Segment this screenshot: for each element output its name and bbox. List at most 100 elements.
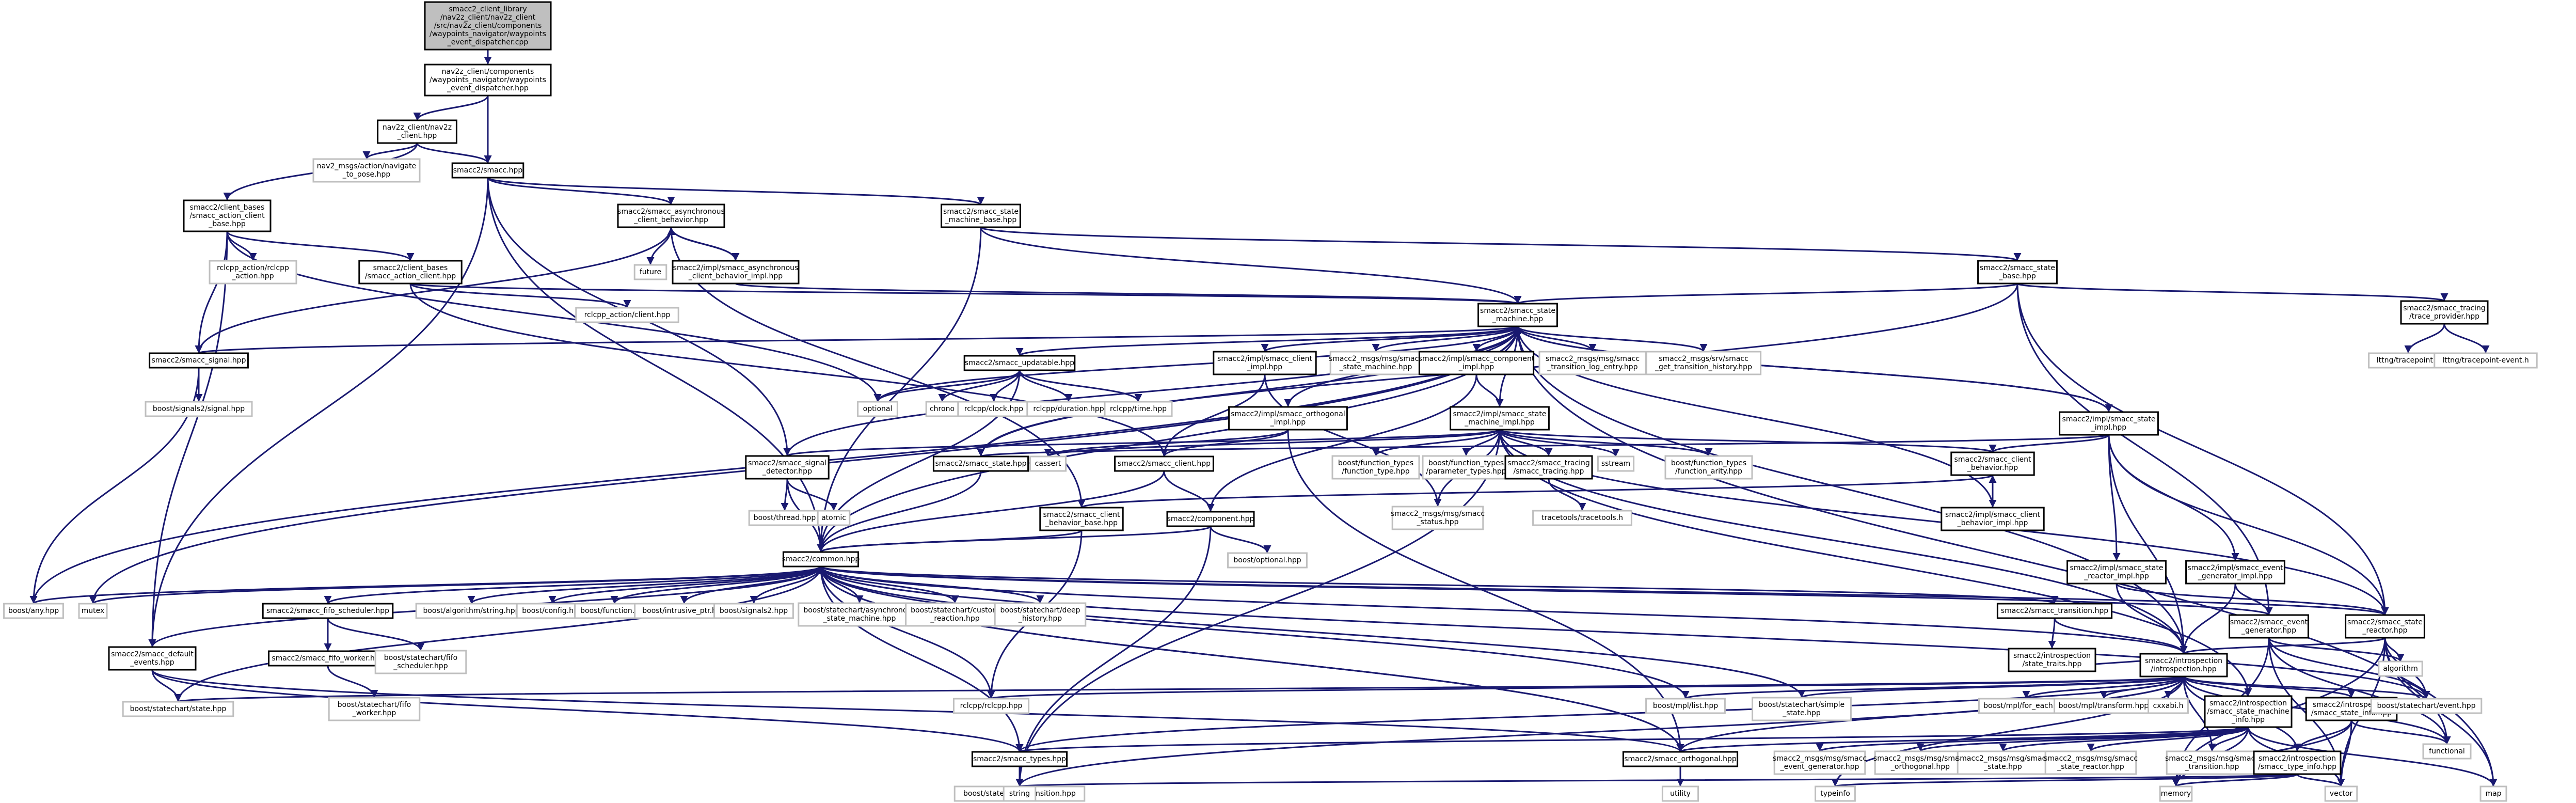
node-label-line: rclcpp/clock.hpp	[964, 405, 1023, 413]
node-label-line: _impl.hpp	[2091, 423, 2127, 432]
node-signal-detector[interactable]: smacc2/smacc_signal_detector.hpp	[745, 455, 830, 480]
node-box	[2378, 660, 2423, 677]
node-label-line: _behavior_impl.hpp	[1957, 519, 2028, 527]
node-label-line: /parameter_types.hpp	[1426, 467, 1506, 476]
edge-type_info-to-vector	[2296, 774, 2345, 787]
node-smacc-signal[interactable]: smacc2/smacc_signal.hpp	[149, 352, 249, 369]
node-mutex: mutex	[78, 603, 108, 619]
node-cb-action-client[interactable]: smacc2/client_bases/smacc_action_client.…	[358, 260, 463, 285]
node-label-line: boost/statechart/fifo	[338, 701, 411, 709]
node-label-line: nav2_msgs/action/navigate	[317, 162, 416, 170]
node-label-line: _state_machine.hpp	[823, 615, 896, 623]
node-smacc-status: smacc2_msgs/msg/smacc_status.hpp	[1391, 506, 1485, 530]
node-state-machine[interactable]: smacc2/smacc_state_machine.hpp	[1477, 303, 1558, 327]
node-boost-thread: boost/thread.hpp	[748, 510, 821, 526]
edge-state_reactor-to-introspection	[2180, 637, 2386, 655]
node-state-reactor[interactable]: smacc2/smacc_state_reactor.hpp	[2345, 614, 2425, 639]
node-state-base[interactable]: smacc2/smacc_state_base.hpp	[1977, 260, 2058, 285]
node-nav2z-client-hpp[interactable]: nav2z_client/nav2z_client.hpp	[377, 119, 457, 144]
node-transition-hpp[interactable]: smacc2/smacc_transition.hpp	[1996, 603, 2113, 619]
node-orthogonal-impl[interactable]: smacc2/impl/smacc_orthogonal_impl.hpp	[1228, 406, 1348, 431]
edge-component_hpp-to-boost_optional	[1210, 526, 1271, 554]
node-label-line: tracetools/tracetools.h	[1541, 514, 1623, 522]
node-rclcpp-duration: rclcpp/duration.hpp	[1026, 401, 1111, 417]
node-client-behavior-impl[interactable]: smacc2/impl/smacc_client_behavior_impl.h…	[1941, 507, 2045, 531]
node-client-behavior-base[interactable]: smacc2/smacc_client_behavior_base.hpp	[1039, 507, 1124, 531]
node-box	[857, 401, 898, 417]
node-box	[108, 646, 197, 671]
node-smacc-hpp[interactable]: smacc2/smacc.hpp	[451, 162, 524, 179]
node-root[interactable]: smacc2_client_library/nav2z_client/nav2z…	[424, 1, 552, 51]
node-state-reactor-impl[interactable]: smacc2/impl/smacc_state_reactor_impl.hpp	[2066, 560, 2167, 585]
node-memory: memory	[2159, 785, 2193, 802]
node-smacc-tracing[interactable]: smacc2/smacc_tracing/smacc_tracing.hpp	[1504, 455, 1593, 480]
node-fifo-scheduler[interactable]: smacc2/smacc_fifo_scheduler.hpp	[262, 603, 394, 619]
node-label-line: smacc2_msgs/msg/smacc	[2165, 754, 2259, 763]
node-label-line: _impl.hpp	[1270, 418, 1306, 427]
node-utility: utility	[1661, 785, 1699, 802]
node-type-info[interactable]: smacc2/introspection/smacc_type_info.hpp	[2253, 750, 2342, 775]
edge-introspection-to-msg_transition	[2183, 676, 2216, 752]
node-label-line: _info.hpp	[2231, 716, 2265, 724]
node-cb-action-client-base[interactable]: smacc2/client_bases/smacc_action_client_…	[183, 199, 272, 232]
node-rclcpp-action-client: rclcpp_action/client.hpp	[575, 307, 679, 323]
edge-fifo_scheduler-to-bsc_fifo_scheduler	[327, 618, 425, 651]
node-smacc-types[interactable]: smacc2/smacc_types.hpp	[971, 751, 1068, 767]
node-sm-impl[interactable]: smacc2/impl/smacc_state_machine_impl.hpp	[1450, 406, 1550, 431]
node-label-line: smacc2/smacc.hpp	[453, 166, 523, 175]
node-box	[122, 701, 234, 717]
node-label-line: smacc2/smacc_state	[943, 208, 1019, 216]
node-box	[1950, 451, 2035, 476]
node-box	[798, 602, 921, 627]
node-sm-base[interactable]: smacc2/smacc_state_machine_base.hpp	[941, 203, 1021, 228]
edge-state_machine-to-updatable	[1016, 325, 1519, 357]
node-label-line: /smacc_type_info.hpp	[2258, 763, 2336, 771]
node-client-hpp[interactable]: smacc2/smacc_client.hpp	[1114, 455, 1214, 472]
node-component-impl[interactable]: smacc2/impl/smacc_component_impl.hpp	[1419, 351, 1535, 375]
node-bsc-fifo-worker: boost/statechart/fifo_worker.hpp	[328, 697, 421, 721]
node-label-line: /waypoints_navigator/waypoints	[430, 30, 546, 38]
node-box	[377, 119, 457, 144]
node-event-generator-impl[interactable]: smacc2/impl/smacc_event_generator_impl.h…	[2185, 560, 2285, 585]
node-box	[1227, 552, 1308, 569]
node-box	[374, 650, 467, 674]
node-smacc-orthogonal[interactable]: smacc2/smacc_orthogonal.hpp	[1622, 751, 1739, 767]
node-box	[1331, 455, 1420, 480]
node-sm-info[interactable]: smacc2/introspection/smacc_state_machine…	[2204, 695, 2293, 728]
node-component-hpp[interactable]: smacc2/component.hpp	[1166, 511, 1255, 527]
node-async-cb-impl[interactable]: smacc2/impl/smacc_asynchronous_client_be…	[672, 260, 800, 285]
node-bsc-simple-state: boost/statechart/simple_state.hpp	[1752, 697, 1852, 721]
edge-state_machine-to-client_impl	[1261, 325, 1519, 353]
node-fifo-worker[interactable]: smacc2/smacc_fifo_worker.hpp	[268, 650, 388, 667]
node-box	[1957, 750, 2049, 775]
node-label-line: smacc2/smacc_types.hpp	[973, 755, 1066, 763]
node-box	[1661, 785, 1699, 802]
edge-updatable-to-rclcpp_time	[1019, 370, 1142, 402]
node-label-line: cassert	[1035, 460, 1061, 468]
node-state-traits[interactable]: smacc2/introspection/state_traits.hpp	[2008, 648, 2096, 672]
edge-state_impl-to-client_behavior	[1989, 434, 2110, 453]
node-cxxabi: cxxabi.h	[2148, 698, 2189, 714]
node-updatable[interactable]: smacc2/smacc_updatable.hpp	[963, 355, 1076, 371]
node-async-cb[interactable]: smacc2/smacc_asynchronous_client_behavio…	[617, 203, 725, 228]
node-client-behavior[interactable]: smacc2/smacc_client_behavior.hpp	[1950, 451, 2035, 476]
node-default-events[interactable]: smacc2/smacc_default_events.hpp	[108, 646, 197, 671]
edge-sm_info-to-map	[2247, 727, 2498, 787]
node-state-impl[interactable]: smacc2/impl/smacc_state_impl.hpp	[2059, 411, 2159, 436]
node-label-line: boost/algorithm/string.hpp	[423, 607, 519, 615]
node-smacc-state-hpp[interactable]: smacc2/smacc_state.hpp	[932, 455, 1029, 472]
node-client-impl[interactable]: smacc2/impl/smacc_client_impl.hpp	[1213, 351, 1317, 375]
edge-state_machine-to-sm_msg	[1372, 326, 1519, 352]
node-map: map	[2479, 785, 2507, 802]
node-event-generator[interactable]: smacc2/smacc_event_generator.hpp	[2229, 614, 2309, 639]
node-functional: functional	[2422, 743, 2472, 760]
node-tracing-provider[interactable]: smacc2/smacc_tracing/trace_provider.hpp	[2400, 300, 2489, 325]
node-msg-transition: smacc2_msgs/msg/smacc_transition.hpp	[2165, 750, 2259, 775]
node-label-line: smacc2/smacc_signal	[748, 459, 826, 467]
node-common[interactable]: smacc2/common.hpp	[782, 551, 860, 568]
node-introspection[interactable]: smacc2/introspection/introspection.hpp	[2139, 653, 2228, 678]
node-get-trans-hist: smacc2_msgs/srv/smacc_get_transition_his…	[1645, 351, 1762, 375]
edge-state_base-to-state_machine	[1514, 282, 2018, 305]
node-msg-event-generator: smacc2_msgs/msg/smacc_event_generator.hp…	[1773, 750, 1867, 775]
node-wed-hpp[interactable]: nav2z_client/components/waypoints_naviga…	[424, 64, 552, 97]
